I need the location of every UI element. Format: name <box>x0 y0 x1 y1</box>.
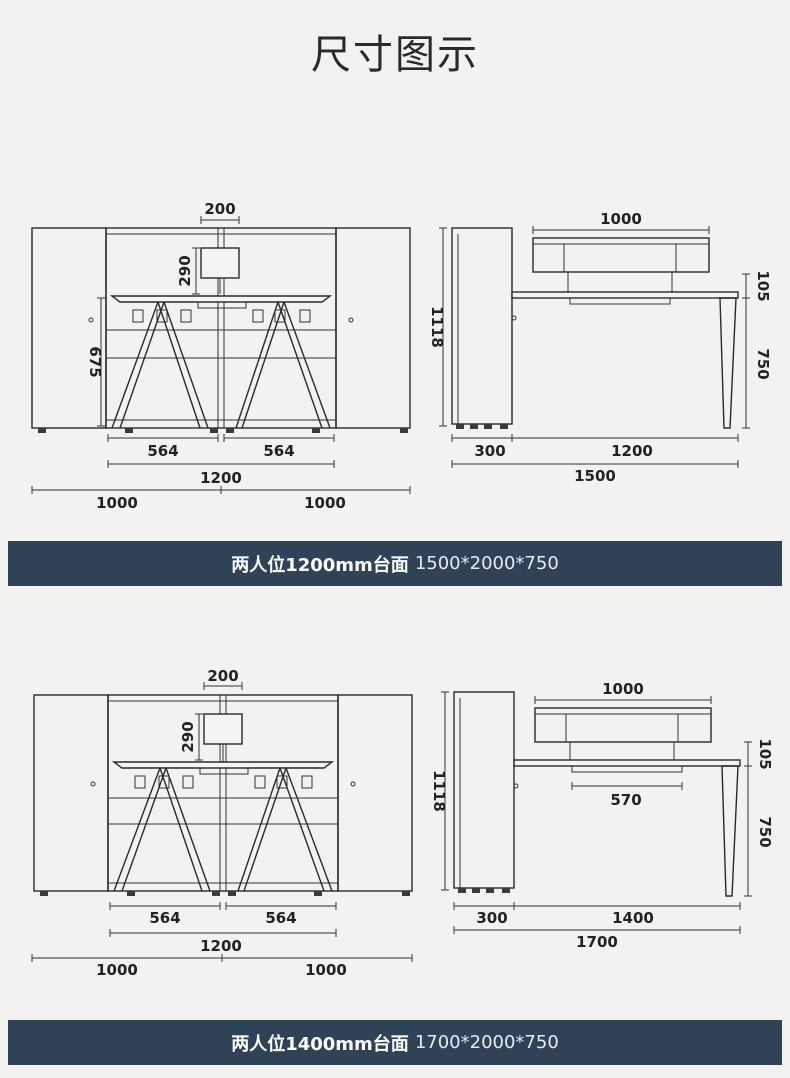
front-view: 200 290 564 564 1200 1000 1000 <box>31 667 413 979</box>
dim-seat-left: 564 <box>149 909 180 927</box>
dim-total-depth: 1500 <box>574 467 616 485</box>
dim-shelf-width: 1000 <box>602 680 644 698</box>
banner-main-label: 两人位1200mm台面 <box>231 554 409 576</box>
center-partition <box>107 694 339 892</box>
page-title: 尺寸图示 <box>311 32 479 78</box>
banner-size-label: 1700*2000*750 <box>414 1032 559 1053</box>
left-cabinet <box>31 227 107 429</box>
spec-banner-1200: 两人位1200mm台面 1500*2000*750 <box>8 541 782 586</box>
desk-top <box>111 761 335 769</box>
dim-desk-depth: 1200 <box>611 442 653 460</box>
dim-total-depth: 1700 <box>576 933 618 951</box>
monitor <box>203 713 243 745</box>
dim-cabinet-right: 1000 <box>304 494 346 512</box>
dim-cabinet-depth: 300 <box>474 442 505 460</box>
side-desktop <box>513 759 741 767</box>
dim-cabinet-depth: 300 <box>476 909 507 927</box>
right-cabinet <box>335 227 411 429</box>
side-cabinet <box>453 691 515 889</box>
side-view: 1000 570 1118 105 750 300 1400 1 <box>430 680 774 951</box>
spec-banner-1400: 两人位1400mm台面 1700*2000*750 <box>8 1020 782 1065</box>
upper-shelf <box>534 707 712 743</box>
drawing-1200: 200 290 675 564 564 1200 <box>0 190 790 520</box>
dim-leg-height: 750 <box>754 348 772 379</box>
dim-top-offset: 105 <box>756 738 774 769</box>
dim-shelf-width: 1000 <box>600 210 642 228</box>
dim-drawer-width: 570 <box>610 791 641 809</box>
dim-desk-height: 675 <box>86 346 104 377</box>
dim-screen-width: 200 <box>207 667 238 685</box>
dim-leg-height: 750 <box>756 816 774 847</box>
dim-seat-right: 564 <box>265 909 296 927</box>
dim-cabinet-left: 1000 <box>96 494 138 512</box>
side-desktop <box>511 291 739 299</box>
dim-cabinet-left: 1000 <box>96 961 138 979</box>
technical-drawing-1400: 200 290 564 564 1200 1000 1000 <box>31 667 774 979</box>
side-cabinet <box>451 227 513 425</box>
banner-main-label: 两人位1400mm台面 <box>231 1033 409 1055</box>
banner-size-label: 1500*2000*750 <box>414 553 559 574</box>
drawing-1400: 200 290 564 564 1200 1000 1000 <box>0 658 790 988</box>
technical-drawing-1200: 200 290 675 564 564 1200 <box>31 200 772 512</box>
dim-desk-total: 1200 <box>200 469 242 487</box>
monitor <box>200 247 240 279</box>
dim-seat-right: 564 <box>263 442 294 460</box>
upper-shelf <box>532 237 710 273</box>
right-cabinet <box>337 694 413 892</box>
center-partition <box>105 227 337 429</box>
dim-screen-height: 290 <box>176 255 194 286</box>
dim-top-offset: 105 <box>754 270 772 301</box>
dim-total-height: 1118 <box>428 306 446 348</box>
side-view: 1000 1118 105 750 300 1200 1500 <box>428 210 772 485</box>
dim-cabinet-right: 1000 <box>305 961 347 979</box>
left-cabinet <box>33 694 109 892</box>
front-view: 200 290 675 564 564 1200 <box>31 200 411 512</box>
desk-top <box>109 295 333 303</box>
dim-screen-height: 290 <box>179 721 197 752</box>
dim-desk-total: 1200 <box>200 937 242 955</box>
dim-total-height: 1118 <box>430 770 448 812</box>
dim-seat-left: 564 <box>147 442 178 460</box>
dim-screen-width: 200 <box>204 200 235 218</box>
dim-desk-depth: 1400 <box>612 909 654 927</box>
